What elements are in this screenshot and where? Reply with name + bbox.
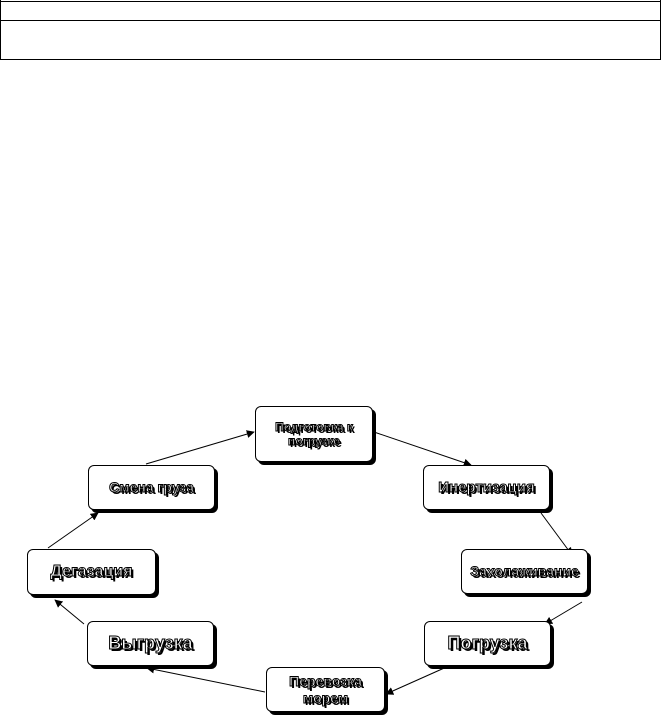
node-smena-label: Смена груза: [109, 479, 195, 496]
node-podgotovka-label: Подготовка к погрузке: [275, 419, 354, 448]
node-pogruzka: Погрузка: [424, 621, 551, 666]
table-row-divider: [0, 20, 661, 21]
table-left-border: [0, 0, 1, 60]
header-table: [0, 0, 661, 60]
node-zaholazhivanie: Захолаживание: [461, 549, 588, 594]
node-inertizatsiya-label: Инертизация: [438, 478, 536, 496]
node-pogruzka-label: Погрузка: [447, 632, 528, 653]
node-zaholazhivanie-label: Захолаживание: [470, 563, 579, 580]
arrow-degazatsiya-to-smena: [47, 512, 99, 549]
table-right-border: [660, 0, 661, 60]
arrow-zaholazhivanie-to-pogruzka: [544, 601, 583, 625]
node-vygruzka-label: Выгрузка: [108, 632, 193, 653]
table-bottom-border: [0, 59, 661, 60]
node-perevozka: Перевозка морем: [266, 667, 385, 712]
node-degazatsiya: Дегазация: [27, 549, 156, 595]
node-degazatsiya-label: Дегазация: [50, 563, 133, 581]
node-perevozka-label: Перевозка морем: [289, 672, 363, 706]
table-top-border: [0, 1, 661, 2]
node-smena: Смена груза: [88, 465, 215, 510]
arrow-inertizatsiya-to-zaholazhivanie: [540, 512, 573, 556]
node-inertizatsiya: Инертизация: [423, 465, 550, 510]
arrow-smena-to-podgotovka: [145, 430, 255, 465]
arrow-pogruzka-to-perevozka: [385, 664, 452, 695]
arrow-podgotovka-to-inertizatsiya: [373, 431, 472, 467]
arrow-perevozka-to-vygruzka: [146, 665, 266, 693]
node-vygruzka: Выгрузка: [87, 621, 214, 666]
node-podgotovka: Подготовка к погрузке: [255, 406, 373, 462]
arrow-vygruzka-to-degazatsiya: [54, 599, 85, 625]
